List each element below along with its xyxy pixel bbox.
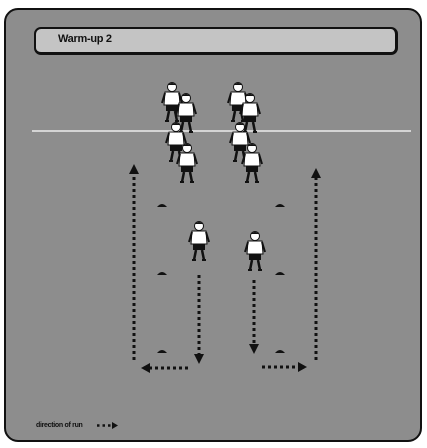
cone: [157, 350, 167, 353]
cones: [157, 204, 285, 353]
arrowhead: [298, 362, 307, 372]
run-paths: [134, 172, 316, 368]
cone: [157, 204, 167, 207]
running-player-right: [245, 232, 265, 271]
arrowhead: [141, 363, 150, 373]
arrowheads: [129, 164, 321, 373]
arrowhead: [311, 168, 321, 178]
cone: [275, 204, 285, 207]
right-column-players: [228, 83, 262, 183]
cone: [275, 350, 285, 353]
legend-label: direction of run: [36, 422, 83, 429]
cone: [157, 272, 167, 275]
legend: direction of run: [36, 422, 83, 429]
arrowhead: [194, 354, 204, 364]
legend-arrow: [97, 422, 118, 429]
arrowhead: [129, 164, 139, 174]
left-column-players: [162, 83, 197, 183]
cone: [275, 272, 285, 275]
arrowhead: [249, 344, 259, 354]
running-player-left: [189, 222, 209, 261]
